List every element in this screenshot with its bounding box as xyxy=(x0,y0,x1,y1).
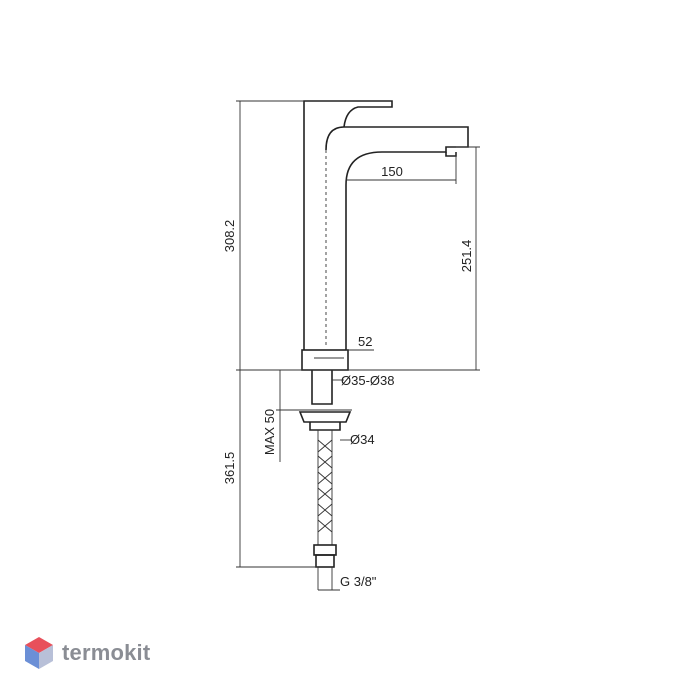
faucet-outline xyxy=(236,100,480,590)
dim-spout-length: 150 xyxy=(381,164,403,179)
dim-max-thickness: MAX 50 xyxy=(262,409,277,455)
dim-connection: G 3/8" xyxy=(340,574,377,589)
dim-under-height: 361.5 xyxy=(222,452,237,485)
watermark-text: termokit xyxy=(62,640,151,665)
dim-base-width: 52 xyxy=(358,334,372,349)
termokit-logo-icon xyxy=(25,637,53,669)
termokit-watermark: termokit xyxy=(24,636,150,670)
dim-total-height: 308.2 xyxy=(222,220,237,253)
dim-spout-height: 251.4 xyxy=(459,240,474,273)
dimension-lines xyxy=(236,100,480,591)
dim-hole-diameter: Ø35-Ø38 xyxy=(341,373,394,388)
dim-shank-diameter: Ø34 xyxy=(350,432,375,447)
